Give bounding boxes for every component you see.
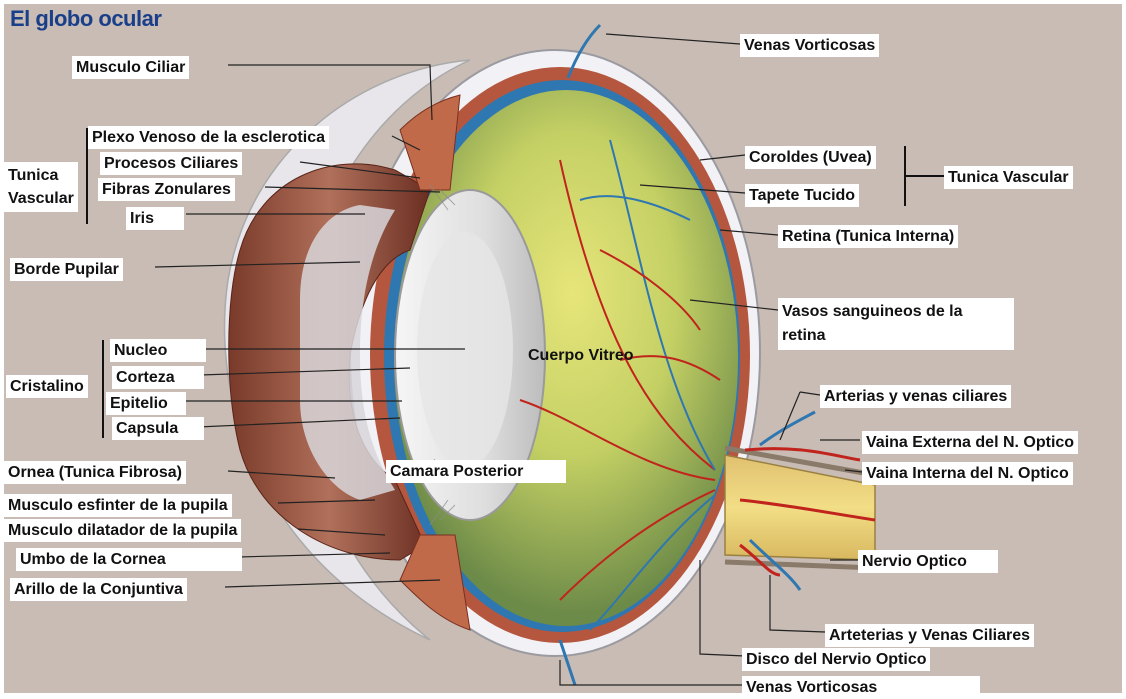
label-arillo-conjuntiva: Arillo de la Conjuntiva (10, 578, 187, 601)
label-tunica-vascular-left: Tunica Vascular (4, 162, 78, 212)
label-vasos-sanguineos: Vasos sanguineos de la retina (778, 298, 1014, 350)
label-iris: Iris (126, 207, 184, 230)
label-capsula: Capsula (112, 417, 204, 440)
label-arterias-venas-ciliares: Arterias y venas ciliares (820, 385, 1011, 408)
label-cristalino: Cristalino (6, 375, 88, 398)
label-cuerpo-vitreo: Cuerpo Vitreo (524, 344, 638, 367)
label-umbo-cornea: Umbo de la Cornea (16, 548, 242, 571)
label-coroides: Coroldes (Uvea) (745, 146, 876, 169)
label-arteterias-venas-ciliares: Arteterias y Venas Ciliares (825, 624, 1034, 647)
label-epitelio: Epitelio (106, 392, 186, 415)
bracket-tunica-vascular-right-stem (906, 175, 946, 177)
label-venas-vorticosas-bottom: Venas Vorticosas (742, 676, 980, 699)
label-nervio-optico: Nervio Optico (858, 550, 998, 573)
label-retina: Retina (Tunica Interna) (778, 225, 958, 248)
label-musculo-dilatador: Musculo dilatador de la pupila (4, 519, 241, 542)
bracket-cristalino (102, 340, 104, 438)
page-title: El globo ocular (10, 6, 161, 32)
label-procesos-ciliares: Procesos Ciliares (100, 152, 242, 175)
label-musculo-ciliar: Musculo Ciliar (72, 56, 189, 79)
label-tapete-tucido: Tapete Tucido (745, 184, 859, 207)
label-corteza: Corteza (112, 366, 204, 389)
label-borde-pupilar: Borde Pupilar (10, 258, 123, 281)
label-camara-posterior: Camara Posterior (386, 460, 566, 483)
label-plexo-venoso: Plexo Venoso de la esclerotica (88, 126, 329, 149)
lens-nucleus (417, 232, 513, 468)
bracket-tunica-vascular-left (86, 128, 88, 224)
label-tunica-vascular-right: Tunica Vascular (944, 166, 1073, 189)
label-musculo-esfinter: Musculo esfinter de la pupila (4, 494, 232, 517)
label-vaina-interna: Vaina Interna del N. Optico (862, 462, 1073, 485)
label-nucleo: Nucleo (110, 339, 206, 362)
label-disco-nervio-optico: Disco del Nervio Optico (742, 648, 930, 671)
label-fibras-zonulares: Fibras Zonulares (98, 178, 235, 201)
label-vaina-externa: Vaina Externa del N. Optico (862, 431, 1078, 454)
label-ornea: Ornea (Tunica Fibrosa) (4, 461, 186, 484)
label-venas-vorticosas-top: Venas Vorticosas (740, 34, 879, 57)
